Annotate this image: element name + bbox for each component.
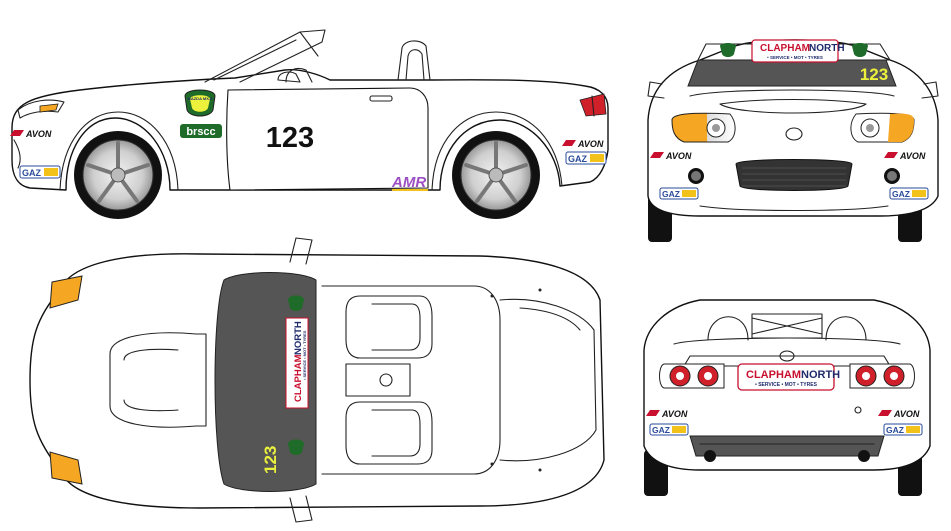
side-view: MAZDA MX-5 brscc 123 AMR AVON AVON GAZ [10, 29, 609, 219]
top-headlight-left [49, 275, 83, 309]
front-wheel [74, 131, 162, 219]
side-headlight [17, 99, 65, 119]
amr-text: AMR [391, 174, 426, 191]
rear-headrest-left [707, 316, 749, 341]
rear-gaz-right: GAZ [883, 423, 923, 436]
front-headlight-left [671, 112, 736, 143]
top-race-number: 123 [261, 446, 280, 474]
side-race-number: 123 [266, 122, 314, 154]
gaz-text-side-rear: GAZ [568, 154, 588, 164]
rear-avon-left: AVON [646, 409, 688, 419]
top-view: CLAPHAM NORTH • SERVICE • MOT • TYRES 12… [29, 237, 605, 523]
rear-headrest-right [825, 316, 867, 341]
gaz-text-front-left: GAZ [662, 189, 680, 199]
front-view: CLAPHAM NORTH • SERVICE • MOT • TYRES 12… [647, 39, 939, 242]
front-sponsor-tagline: • SERVICE • MOT • TYRES [767, 55, 823, 60]
front-grille [735, 159, 853, 191]
top-sponsor-line1: CLAPHAM [293, 354, 304, 402]
brscc-text: brscc [186, 126, 215, 138]
side-gaz-rear: GAZ [565, 151, 607, 165]
front-gaz-left: GAZ [659, 187, 699, 200]
top-seat-left [345, 295, 433, 359]
avon-text-side-front: AVON [25, 129, 52, 139]
avon-text-rear-right: AVON [893, 409, 920, 419]
rear-sponsor-plate: CLAPHAM NORTH • SERVICE • MOT • TYRES [737, 363, 840, 391]
door-handle [369, 95, 393, 102]
top-sponsor-banner: CLAPHAM NORTH • SERVICE • MOT • TYRES [285, 317, 309, 409]
front-race-number: 123 [860, 65, 888, 84]
series-badge-label: MAZDA MX-5 [188, 96, 214, 101]
rear-wheel [452, 131, 540, 219]
avon-text-rear-left: AVON [661, 409, 688, 419]
avon-text-side-rear: AVON [577, 139, 604, 149]
top-body [29, 253, 605, 509]
gaz-text-side-front: GAZ [22, 168, 42, 178]
amr-logo: AMR [391, 174, 428, 191]
rear-sponsor-line1: CLAPHAM [746, 369, 801, 381]
rear-gaz-left: GAZ [649, 423, 689, 436]
rear-view: CLAPHAM NORTH • SERVICE • MOT • TYRES AV… [643, 299, 931, 496]
front-gaz-right: GAZ [889, 187, 929, 200]
avon-text-front-right: AVON [899, 151, 926, 161]
front-avon-right: AVON [884, 151, 926, 161]
gaz-text-rear-left: GAZ [652, 425, 670, 435]
top-sponsor-line2: NORTH [293, 321, 304, 355]
rear-avon-right: AVON [878, 409, 920, 419]
door-panel [226, 87, 429, 191]
rear-sponsor-tagline: • SERVICE • MOT • TYRES [755, 382, 818, 388]
rear-taillight-left [659, 363, 725, 389]
side-avon-front: AVON [10, 129, 52, 139]
rear-emblem [779, 350, 795, 362]
top-series-badge-right [288, 439, 304, 455]
avon-text-front-left: AVON [665, 151, 692, 161]
front-sponsor-line1: CLAPHAM [760, 43, 810, 54]
side-mirror [277, 71, 301, 83]
gaz-text-front-right: GAZ [892, 189, 910, 199]
top-sponsor-tagline: • SERVICE • MOT • TYRES [302, 330, 307, 380]
top-seat-right [345, 401, 433, 465]
top-headlight-right [49, 451, 83, 485]
rear-taillight-right [849, 363, 915, 389]
top-series-badge-left [288, 295, 304, 311]
front-avon-left: AVON [650, 151, 692, 161]
rear-sponsor-line2: NORTH [801, 369, 840, 381]
front-headlight-right [850, 112, 915, 143]
front-series-badge-left [720, 43, 736, 57]
rear-diffuser [689, 435, 885, 457]
top-cockpit [321, 285, 501, 475]
hood-bulge [109, 332, 207, 428]
front-series-badge-right [852, 43, 868, 57]
brscc-logo: brscc [180, 124, 222, 138]
gaz-text-rear-right: GAZ [886, 425, 904, 435]
front-emblem [785, 127, 803, 141]
series-badge: MAZDA MX-5 [184, 89, 216, 117]
side-avon-rear: AVON [562, 139, 604, 149]
front-sponsor-line2: NORTH [809, 43, 845, 54]
front-sponsor-banner: CLAPHAM NORTH • SERVICE • MOT • TYRES [751, 39, 845, 63]
seat-headrest [397, 40, 431, 81]
windshield-frame [204, 29, 326, 83]
top-console [345, 363, 411, 397]
side-gaz-front: GAZ [19, 165, 61, 179]
